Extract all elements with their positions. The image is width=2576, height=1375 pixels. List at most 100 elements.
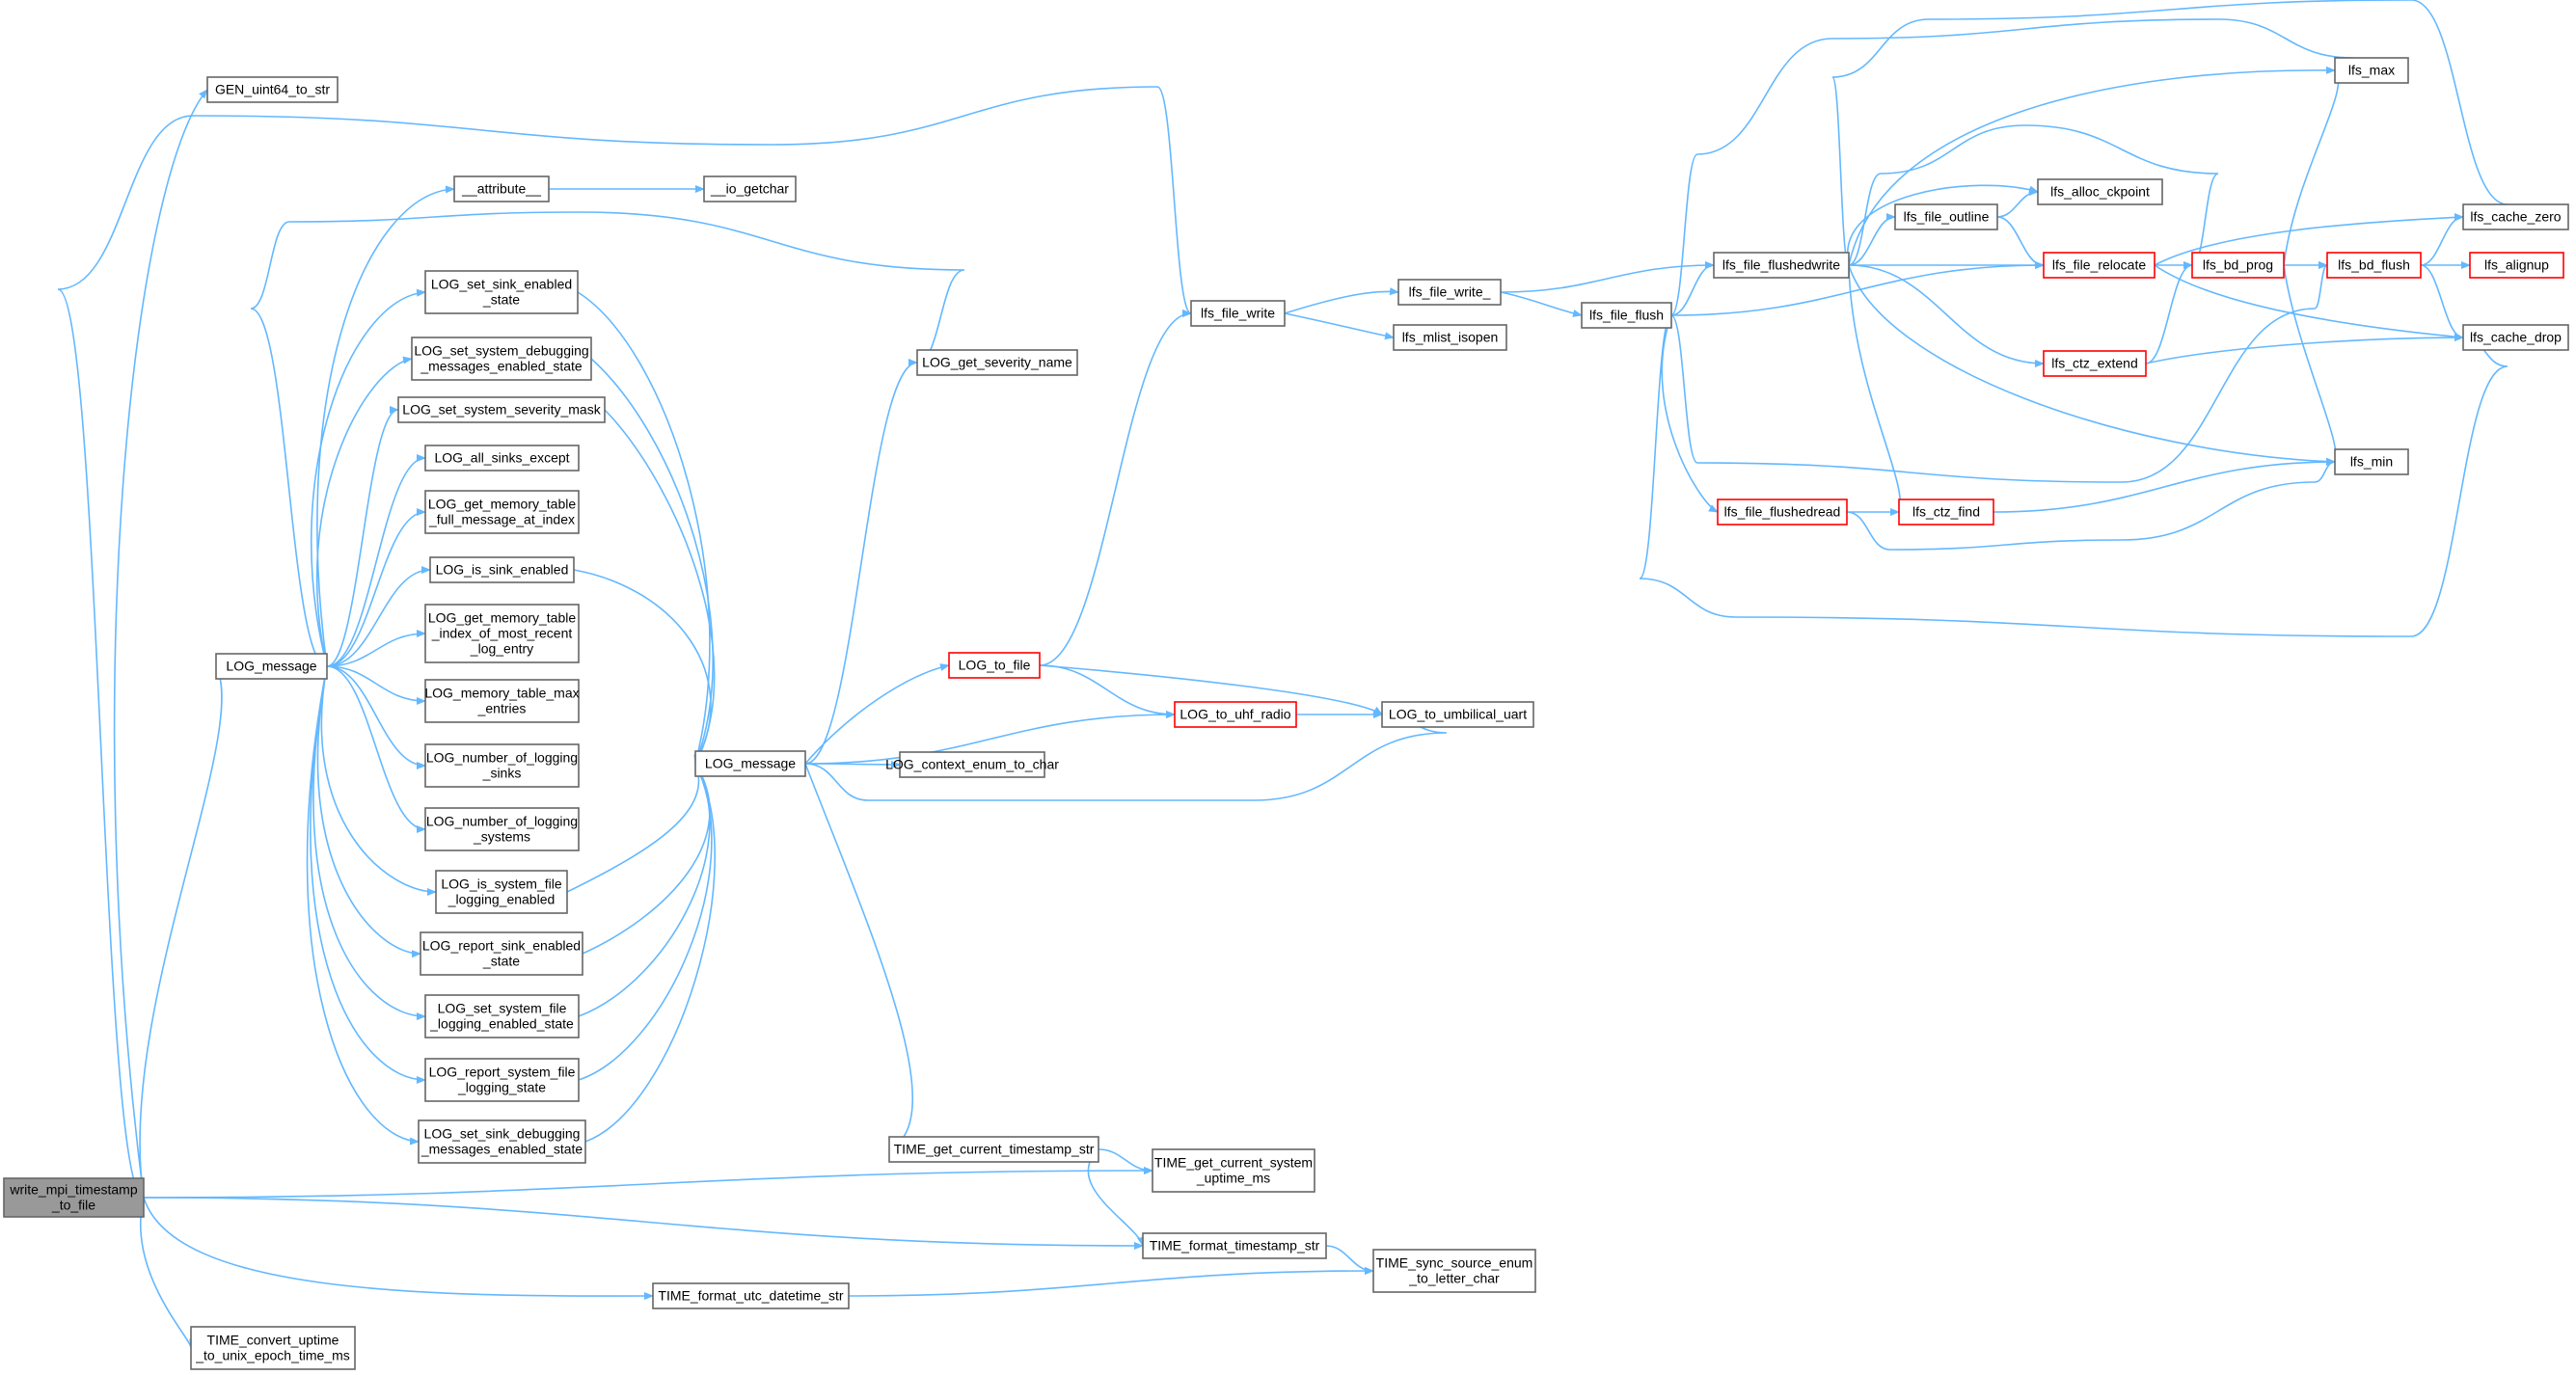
- node-box[interactable]: [424, 743, 580, 788]
- node-box[interactable]: [424, 1058, 580, 1102]
- node-num-systems[interactable]: LOG_number_of_logging_systems: [424, 807, 580, 851]
- node-report-sink[interactable]: LOG_report_sink_enabled_state: [420, 931, 583, 976]
- node-lfs-file-flushedwrite[interactable]: lfs_file_flushedwrite: [1713, 252, 1850, 279]
- node-box[interactable]: [424, 994, 580, 1038]
- node-lfs-file-flushedread[interactable]: lfs_file_flushedread: [1717, 499, 1848, 526]
- node-is-sys-file[interactable]: LOG_is_system_file_logging_enabled: [435, 870, 568, 914]
- node-box[interactable]: [420, 931, 583, 976]
- node-lfs-alloc-ckpoint[interactable]: lfs_alloc_ckpoint: [2037, 178, 2163, 205]
- node-time-conv[interactable]: TIME_convert_uptime_to_unix_epoch_time_m…: [190, 1326, 356, 1370]
- node-ctx-enum[interactable]: LOG_context_enum_to_char: [885, 751, 1059, 778]
- node-box[interactable]: [1898, 499, 1994, 526]
- node-io-getchar[interactable]: __io_getchar: [703, 175, 797, 202]
- node-set-sys-file[interactable]: LOG_set_system_file_logging_enabled_stat…: [424, 994, 580, 1038]
- node-box[interactable]: [2469, 252, 2564, 279]
- node-box[interactable]: [2462, 203, 2569, 230]
- node-mem-max[interactable]: LOG_memory_table_max_entries: [424, 679, 580, 723]
- node-box[interactable]: [1581, 302, 1672, 329]
- node-box[interactable]: [2334, 448, 2409, 475]
- node-box[interactable]: [2462, 324, 2569, 351]
- node-log-to-uhf[interactable]: LOG_to_uhf_radio: [1174, 701, 1297, 728]
- node-all-sinks-except[interactable]: LOG_all_sinks_except: [424, 445, 580, 472]
- node-log-message-a[interactable]: LOG_message: [215, 653, 328, 680]
- node-box[interactable]: [1381, 701, 1534, 728]
- node-set-sys-debug[interactable]: LOG_set_system_debugging_messages_enable…: [411, 337, 592, 381]
- node-box[interactable]: [424, 445, 580, 472]
- node-box[interactable]: [190, 1326, 356, 1370]
- node-box[interactable]: [2037, 178, 2163, 205]
- node-box[interactable]: [2043, 350, 2147, 377]
- node-lfs-bd-prog[interactable]: lfs_bd_prog: [2191, 252, 2285, 279]
- node-set-sys-sev[interactable]: LOG_set_system_severity_mask: [397, 396, 606, 423]
- node-get-sev-name[interactable]: LOG_get_severity_name: [916, 349, 1078, 376]
- node-num-sinks[interactable]: LOG_number_of_logging_sinks: [424, 743, 580, 788]
- node-lfs-bd-flush[interactable]: lfs_bd_flush: [2326, 252, 2422, 279]
- node-box[interactable]: [424, 679, 580, 723]
- node-box[interactable]: [397, 396, 606, 423]
- node-box[interactable]: [694, 750, 806, 777]
- node-lfs-file-relocate[interactable]: lfs_file_relocate: [2043, 252, 2156, 279]
- node-box[interactable]: [424, 604, 580, 663]
- node-box[interactable]: [1894, 203, 1998, 230]
- node-set-sink-debug[interactable]: LOG_set_sink_debugging_messages_enabled_…: [418, 1119, 586, 1164]
- node-box[interactable]: [2043, 252, 2156, 279]
- node-box[interactable]: [424, 490, 580, 534]
- node-gen-uint64[interactable]: GEN_uint64_to_str: [206, 76, 339, 103]
- node-box[interactable]: [418, 1119, 586, 1164]
- node-mem-idx[interactable]: LOG_get_memory_table_index_of_most_recen…: [424, 604, 580, 663]
- node-lfs-file-flush[interactable]: lfs_file_flush: [1581, 302, 1672, 329]
- node-time-sync[interactable]: TIME_sync_source_enum_to_letter_char: [1372, 1249, 1536, 1293]
- node-box[interactable]: [1152, 1148, 1315, 1193]
- node-log-message-b[interactable]: LOG_message: [694, 750, 806, 777]
- node-box[interactable]: [215, 653, 328, 680]
- node-box[interactable]: [1717, 499, 1848, 526]
- node-box[interactable]: [411, 337, 592, 381]
- node-time-fmt-ts[interactable]: TIME_format_timestamp_str: [1142, 1232, 1327, 1259]
- node-box[interactable]: [1142, 1232, 1327, 1259]
- node-lfs-mlist-isopen[interactable]: lfs_mlist_isopen: [1393, 324, 1507, 351]
- node-box[interactable]: [424, 807, 580, 851]
- node-lfs-file-write[interactable]: lfs_file_write: [1190, 300, 1286, 327]
- node-lfs-file-outline[interactable]: lfs_file_outline: [1894, 203, 1998, 230]
- node-mem-full[interactable]: LOG_get_memory_table_full_message_at_ind…: [424, 490, 580, 534]
- node-time-cur-ts[interactable]: TIME_get_current_timestamp_str: [888, 1136, 1099, 1163]
- node-box[interactable]: [703, 175, 797, 202]
- node-report-sys-file[interactable]: LOG_report_system_file_logging_state: [424, 1058, 580, 1102]
- node-lfs-max[interactable]: lfs_max: [2334, 57, 2409, 84]
- node-box[interactable]: [1713, 252, 1850, 279]
- node-box[interactable]: [3, 1177, 145, 1218]
- node-lfs-ctz-find[interactable]: lfs_ctz_find: [1898, 499, 1994, 526]
- node-box[interactable]: [1372, 1249, 1536, 1293]
- node-box[interactable]: [1190, 300, 1286, 327]
- node-is-sink-enabled[interactable]: LOG_is_sink_enabled: [429, 556, 575, 583]
- node-time-fmt-utc[interactable]: TIME_format_utc_datetime_str: [652, 1282, 850, 1309]
- node-box[interactable]: [948, 652, 1041, 679]
- node-lfs-file-write[interactable]: lfs_file_write_: [1397, 279, 1502, 306]
- node-box[interactable]: [899, 751, 1045, 778]
- node-lfs-min[interactable]: lfs_min: [2334, 448, 2409, 475]
- node-time-uptime[interactable]: TIME_get_current_system_uptime_ms: [1152, 1148, 1315, 1193]
- node-box[interactable]: [453, 175, 550, 202]
- node-set-sink-enabled-state[interactable]: LOG_set_sink_enabled_state: [424, 270, 579, 314]
- node-box[interactable]: [888, 1136, 1099, 1163]
- node-box[interactable]: [424, 270, 579, 314]
- node-lfs-cache-zero[interactable]: lfs_cache_zero: [2462, 203, 2569, 230]
- node-log-to-file[interactable]: LOG_to_file: [948, 652, 1041, 679]
- node-log-to-umb[interactable]: LOG_to_umbilical_uart: [1381, 701, 1534, 728]
- node-lfs-ctz-extend[interactable]: lfs_ctz_extend: [2043, 350, 2147, 377]
- node-box[interactable]: [1174, 701, 1297, 728]
- node-box[interactable]: [2334, 57, 2409, 84]
- node-attribute[interactable]: __attribute__: [453, 175, 550, 202]
- node-write-mpi[interactable]: write_mpi_timestamp_to_file: [3, 1177, 145, 1218]
- node-box[interactable]: [1393, 324, 1507, 351]
- node-lfs-cache-drop[interactable]: lfs_cache_drop: [2462, 324, 2569, 351]
- node-box[interactable]: [2326, 252, 2422, 279]
- node-box[interactable]: [652, 1282, 850, 1309]
- node-box[interactable]: [206, 76, 339, 103]
- node-lfs-alignup[interactable]: lfs_alignup: [2469, 252, 2564, 279]
- node-box[interactable]: [2191, 252, 2285, 279]
- node-box[interactable]: [916, 349, 1078, 376]
- node-box[interactable]: [429, 556, 575, 583]
- node-box[interactable]: [1397, 279, 1502, 306]
- node-box[interactable]: [435, 870, 568, 914]
